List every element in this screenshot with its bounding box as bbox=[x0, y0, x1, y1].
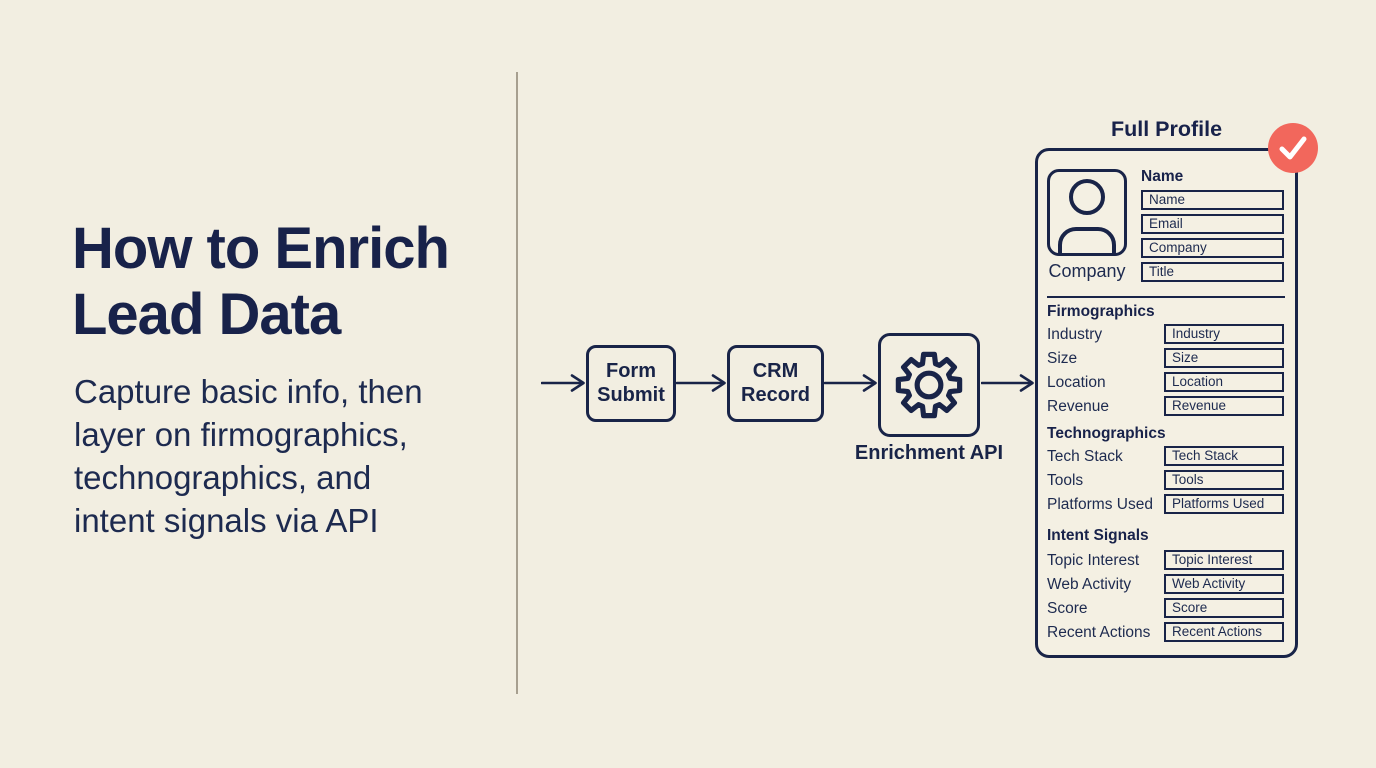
profile-row: Platforms Used Platforms Used bbox=[1047, 494, 1293, 514]
section-header-firmographics: Firmographics bbox=[1047, 303, 1155, 320]
row-field: Size bbox=[1164, 348, 1284, 368]
section-header-intent-signals: Intent Signals bbox=[1047, 527, 1149, 544]
profile-card: Company Name Name Email Company Title Fi… bbox=[1035, 148, 1298, 658]
profile-row: Tools Tools bbox=[1047, 470, 1293, 490]
row-label: Location bbox=[1047, 374, 1106, 391]
row-label: Web Activity bbox=[1047, 576, 1132, 593]
contact-field-company: Company bbox=[1141, 238, 1284, 258]
profile-row: Score Score bbox=[1047, 598, 1293, 618]
page-title: How to Enrich Lead Data bbox=[72, 216, 450, 347]
page-subtitle: Capture basic info, then layer on firmog… bbox=[74, 371, 423, 543]
row-field: Location bbox=[1164, 372, 1284, 392]
flow-arrow-icon bbox=[541, 374, 585, 392]
flow-node-form-submit: Form Submit bbox=[586, 345, 676, 422]
row-field: Recent Actions bbox=[1164, 622, 1284, 642]
row-label: Topic Interest bbox=[1047, 552, 1140, 569]
flow-arrow-icon bbox=[676, 374, 726, 392]
check-icon bbox=[1279, 136, 1307, 160]
subtitle-line: intent signals via API bbox=[74, 501, 379, 539]
profile-row: Revenue Revenue bbox=[1047, 396, 1293, 416]
profile-row: Topic Interest Topic Interest bbox=[1047, 550, 1293, 570]
row-field: Tech Stack bbox=[1164, 446, 1284, 466]
row-label: Score bbox=[1047, 600, 1088, 617]
subtitle-line: technographics, and bbox=[74, 458, 372, 496]
subtitle-line: layer on firmographics, bbox=[74, 415, 408, 453]
contact-section-header: Name bbox=[1141, 168, 1184, 185]
profile-card-title: Full Profile bbox=[1110, 117, 1223, 141]
row-label: Tech Stack bbox=[1047, 448, 1123, 465]
title-line: How to Enrich bbox=[72, 216, 450, 281]
profile-row: Recent Actions Recent Actions bbox=[1047, 622, 1293, 642]
row-field: Tools bbox=[1164, 470, 1284, 490]
flow-arrow-icon bbox=[824, 374, 877, 392]
row-label: Tools bbox=[1047, 472, 1084, 489]
card-divider bbox=[1047, 296, 1285, 298]
title-line: Lead Data bbox=[72, 281, 341, 347]
profile-row: Tech Stack Tech Stack bbox=[1047, 446, 1293, 466]
status-badge bbox=[1268, 123, 1318, 173]
profile-row: Web Activity Web Activity bbox=[1047, 574, 1293, 594]
subtitle-line: Capture basic info, then bbox=[74, 373, 423, 410]
avatar-caption: Company bbox=[1048, 261, 1126, 281]
profile-row: Location Location bbox=[1047, 372, 1293, 392]
row-label: Size bbox=[1047, 350, 1078, 367]
flow-arrow-icon bbox=[981, 374, 1034, 392]
row-field: Platforms Used bbox=[1164, 494, 1284, 514]
contact-field-title: Title bbox=[1141, 262, 1284, 282]
flow-node-enrichment-api-label: Enrichment API bbox=[854, 442, 1004, 464]
gear-icon bbox=[895, 351, 963, 419]
row-field: Topic Interest bbox=[1164, 550, 1284, 570]
profile-row: Industry Industry bbox=[1047, 324, 1293, 344]
flow-node-enrichment-api bbox=[878, 333, 980, 437]
row-label: Platforms Used bbox=[1047, 496, 1153, 513]
row-label: Revenue bbox=[1047, 398, 1110, 415]
avatar bbox=[1047, 169, 1127, 256]
row-label: Recent Actions bbox=[1047, 624, 1151, 641]
row-field: Score bbox=[1164, 598, 1284, 618]
profile-row: Size Size bbox=[1047, 348, 1293, 368]
row-label: Industry bbox=[1047, 326, 1103, 343]
vertical-divider bbox=[516, 72, 518, 694]
row-field: Revenue bbox=[1164, 396, 1284, 416]
person-icon bbox=[1058, 179, 1116, 253]
row-field: Industry bbox=[1164, 324, 1284, 344]
flow-node-crm-record: CRM Record bbox=[727, 345, 824, 422]
section-header-technographics: Technographics bbox=[1047, 425, 1166, 442]
row-field: Web Activity bbox=[1164, 574, 1284, 594]
contact-field-email: Email bbox=[1141, 214, 1284, 234]
contact-field-name: Name bbox=[1141, 190, 1284, 210]
